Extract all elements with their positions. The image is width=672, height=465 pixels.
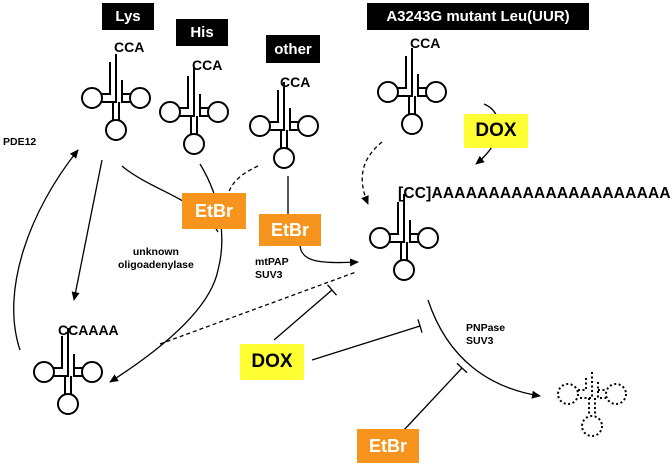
- cca-lys-label: CCA: [114, 39, 145, 55]
- pnpase-suv3-label: PNPase SUV3: [466, 322, 506, 347]
- trna-polyadenylated-icon: [369, 193, 439, 281]
- his-header: His: [176, 19, 228, 46]
- degradation-arrow: [427, 299, 541, 399]
- trna-oligoadenylated-icon: [33, 327, 103, 415]
- trna-lys-icon: [81, 53, 151, 141]
- etbr-box-1: EtBr: [182, 193, 246, 229]
- lys-header: Lys: [102, 3, 154, 30]
- mutant-dashed-arrow: [361, 141, 383, 205]
- mutant-header: A3243G mutant Leu(UUR): [367, 3, 589, 30]
- polya-tail-label: [CC]AAAAAAAAAAAAAAAAAAAAA: [398, 185, 671, 202]
- dox-box-1: DOX: [464, 114, 528, 148]
- trna-mutant-icon: [377, 47, 447, 135]
- dox-inhibit-mtpap: [273, 284, 338, 341]
- degraded-trna-icon: [557, 371, 627, 437]
- ccaaaa-label: CCAAAA: [58, 322, 119, 338]
- other-header: other: [266, 35, 320, 63]
- mtpap-arrow: [299, 243, 359, 267]
- etbr-box-3: EtBr: [357, 429, 419, 463]
- trna-his-icon: [159, 67, 229, 155]
- dox-box-2: DOX: [240, 344, 304, 380]
- pde12-arrow: [13, 149, 79, 351]
- cca-mutant-label: CCA: [410, 35, 441, 51]
- lys-to-ccaaaa-arrow: [71, 159, 103, 301]
- cca-other-label: CCA: [280, 74, 311, 90]
- pde12-label: PDE12: [3, 136, 37, 148]
- cca-his-label: CCA: [192, 57, 223, 73]
- unknown-oligoadenylase-label: unknown oligoadenylase: [118, 246, 194, 271]
- etbr-box-2: EtBr: [259, 214, 321, 246]
- mtpap-suv3-label: mtPAP SUV3: [255, 256, 289, 281]
- etbr-inhibit-pnpase: [403, 362, 468, 431]
- dox-inhibit-pnpase: [311, 319, 423, 361]
- trna-other-icon: [249, 81, 319, 169]
- ccaaaa-dashed-line: [159, 271, 357, 345]
